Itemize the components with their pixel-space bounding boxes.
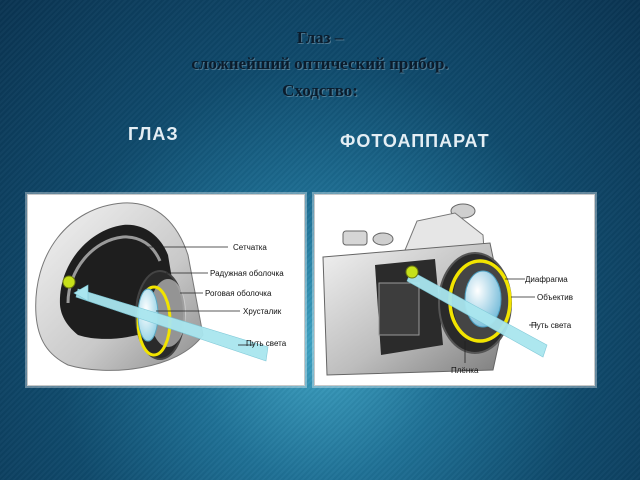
- label-objective: Объектив: [537, 293, 573, 302]
- label-retina: Сетчатка: [233, 243, 267, 252]
- camera-heading: ФОТОАППАРАТ: [340, 131, 490, 151]
- eye-diagram-panel: Сетчатка Радужная оболочка Роговая оболо…: [27, 194, 305, 386]
- label-iris: Радужная оболочка: [210, 269, 284, 278]
- camera-dial-left: [342, 230, 368, 246]
- label-aperture: Диафрагма: [525, 275, 568, 284]
- camera-knob-1: [372, 232, 394, 246]
- film-chamber: [378, 282, 420, 336]
- slide-title-line2: сложнейший оптический прибор.: [191, 54, 449, 73]
- film-marker-dot: [405, 265, 419, 279]
- camera-light-beam: [406, 270, 548, 358]
- eye-heading: ГЛАЗ: [128, 124, 179, 144]
- eye-light-arrowhead: [73, 284, 89, 302]
- retina-marker-dot: [62, 275, 76, 289]
- slide-title-line3: Сходство:: [282, 81, 358, 100]
- label-lens: Хрусталик: [243, 307, 282, 316]
- camera-diagram-panel: Диафрагма Объектив Путь света Плёнка: [314, 194, 595, 386]
- label-film: Плёнка: [451, 366, 479, 375]
- slide-title-line1: Глаз –: [296, 28, 344, 47]
- label-cornea: Роговая оболочка: [205, 289, 272, 298]
- label-camera-light-path: Путь света: [531, 321, 572, 330]
- eye-diagram-illustration: [35, 202, 269, 371]
- label-eye-light-path: Путь света: [246, 339, 287, 348]
- camera-diagram-illustration: [322, 203, 548, 376]
